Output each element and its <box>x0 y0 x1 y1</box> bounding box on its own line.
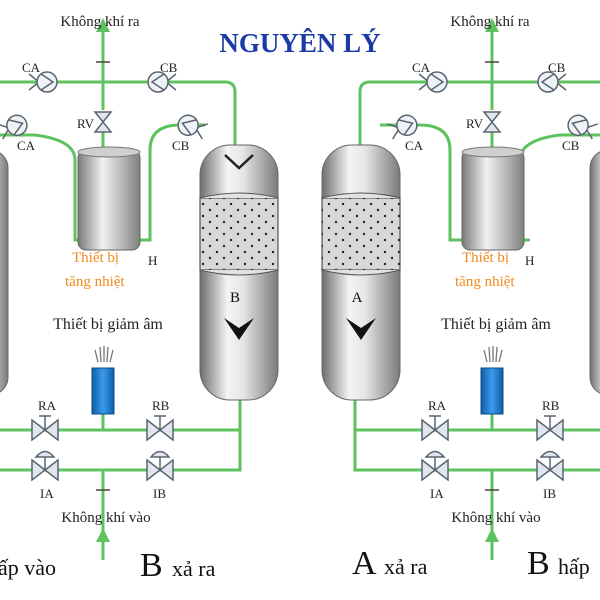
caption-left-b-text: xả ra <box>172 556 216 581</box>
left-partial-vessel <box>0 152 9 393</box>
left-tower-flow-arrow <box>224 318 254 340</box>
right-valve-ca-mid <box>385 111 421 142</box>
left-label-cb-top: CB <box>160 60 178 75</box>
left-air-in-arrow <box>96 528 110 542</box>
right-air-out-label: Không khí ra <box>450 14 529 30</box>
right-heater-label-line1: Thiết bị <box>462 250 509 266</box>
right-heater-h: H <box>525 253 534 268</box>
left-label-ra: RA <box>38 398 57 413</box>
diagram-title: NGUYÊN LÝ <box>219 28 380 58</box>
caption-left-b-letter: B <box>140 547 163 584</box>
caption-right-a-text: xả ra <box>384 554 428 579</box>
left-heater-h: H <box>148 253 157 268</box>
right-valve-cb-mid <box>564 111 600 142</box>
right-tower-a <box>321 144 401 401</box>
right-air-out-arrow <box>485 18 499 32</box>
right-air-in-label: Không khí vào <box>451 510 540 526</box>
left-label-rv: RV <box>77 116 95 131</box>
left-valve-ib <box>146 450 174 481</box>
caption-right-a-letter: A <box>352 545 377 582</box>
left-valve-cb-mid <box>174 111 210 142</box>
left-label-ia: IA <box>40 486 54 501</box>
left-heater-label-line1: Thiết bị <box>72 250 119 266</box>
left-heater-label-line2: tăng nhiệt <box>65 274 125 290</box>
left-label-rb: RB <box>152 398 170 413</box>
left-unit-piping <box>0 30 242 560</box>
right-valve-ib <box>536 450 564 481</box>
right-label-rb: RB <box>542 398 560 413</box>
left-air-out-label: Không khí ra <box>60 14 139 30</box>
right-label-ca-top: CA <box>412 60 431 75</box>
left-silencer <box>91 346 115 415</box>
left-tower-b <box>199 144 279 401</box>
left-valve-ca-mid <box>0 111 31 142</box>
left-silencer-label: Thiết bị giảm âm <box>53 316 163 333</box>
caption-right-b-text: hấp <box>558 554 590 579</box>
right-label-cb-mid: CB <box>562 138 580 153</box>
left-label-ca-mid: CA <box>17 138 36 153</box>
left-heater <box>77 146 141 251</box>
right-valve-rb <box>536 415 564 441</box>
right-air-in-arrow <box>485 528 499 542</box>
right-partial-vessel <box>589 151 600 394</box>
right-label-rv: RV <box>466 116 484 131</box>
caption-left-partial: ấp vào <box>0 555 56 580</box>
left-label-ca-top: CA <box>22 60 41 75</box>
right-silencer <box>480 346 504 415</box>
right-valve-ra <box>421 415 449 441</box>
right-tower-flow-arrow <box>346 318 376 340</box>
left-label-ib: IB <box>153 486 166 501</box>
right-valve-ia <box>421 450 449 481</box>
right-label-ia: IA <box>430 486 444 501</box>
left-valve-rb <box>146 415 174 441</box>
left-tower-letter: B <box>230 290 240 306</box>
left-valve-rv <box>93 111 113 133</box>
right-label-ra: RA <box>428 398 447 413</box>
left-air-in-label: Không khí vào <box>61 510 150 526</box>
left-valve-ia <box>31 450 59 481</box>
right-heater-label-line2: tăng nhiệt <box>455 274 515 290</box>
left-label-cb-mid: CB <box>172 138 190 153</box>
right-valve-rv <box>482 111 502 133</box>
caption-right-b-letter: B <box>527 545 550 582</box>
right-label-ib: IB <box>543 486 556 501</box>
left-air-out-arrow <box>96 18 110 32</box>
right-silencer-label: Thiết bị giảm âm <box>441 316 551 333</box>
right-label-cb-top: CB <box>548 60 566 75</box>
right-heater <box>461 146 525 251</box>
left-valve-ra <box>31 415 59 441</box>
right-tower-letter: A <box>352 290 363 306</box>
right-label-ca-mid: CA <box>405 138 424 153</box>
